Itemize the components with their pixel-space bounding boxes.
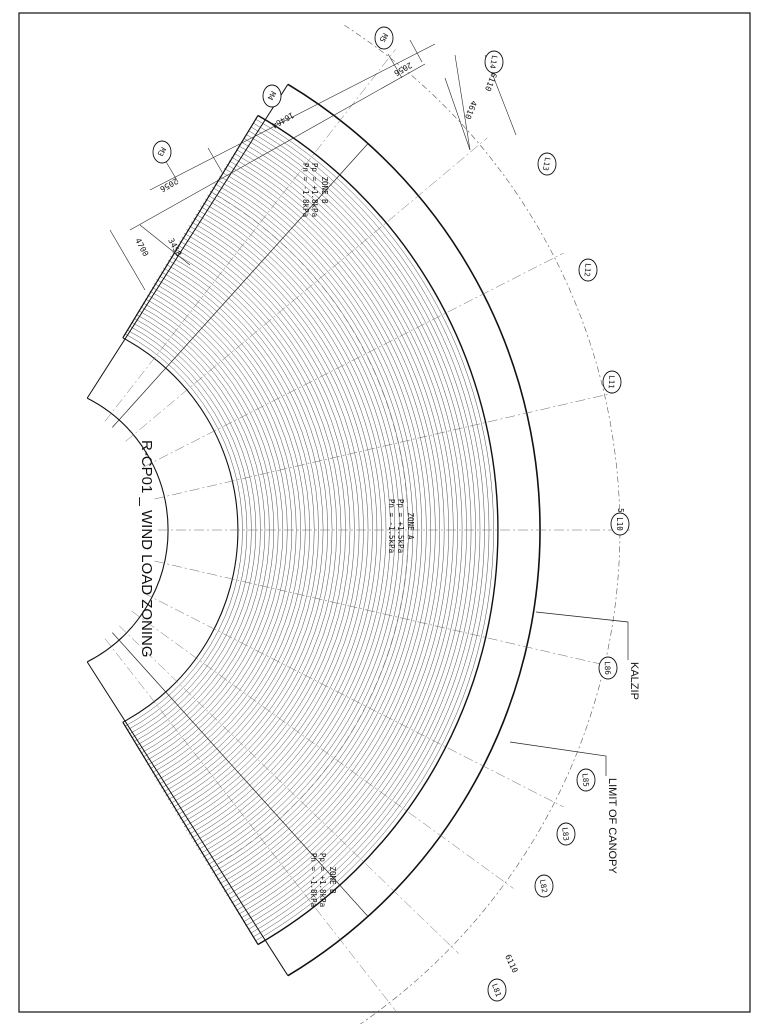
kalzip-callout: KALZIP xyxy=(628,662,640,700)
hatch-line xyxy=(236,149,458,911)
dim-2056-bottom: 2056 xyxy=(158,176,179,194)
zone-a-name: ZONE A xyxy=(406,512,415,540)
gridline-bubble-l13: L13 xyxy=(537,152,557,176)
gridline-bubble-m4: M4 xyxy=(262,84,282,108)
gridline-bubble-l85: L85 xyxy=(576,768,596,792)
canopy-outline xyxy=(86,25,621,1024)
hatch-line xyxy=(133,318,261,742)
limit-of-canopy-callout: LIMIT OF CANOPY xyxy=(606,778,618,874)
zone-boundary-line xyxy=(112,143,369,428)
callout-leaders xyxy=(509,611,629,776)
svg-text:L12: L12 xyxy=(582,263,592,277)
radial-gridline xyxy=(142,252,564,468)
gridline-bubble-l10: L10 xyxy=(610,512,630,536)
setout-arc xyxy=(344,25,621,1024)
svg-text:L10: L10 xyxy=(615,517,624,531)
dim-16464: 16464 xyxy=(270,110,296,130)
canopy-end-bottom xyxy=(86,661,289,976)
zone-a-pp: Pp = +1.5kPa xyxy=(396,499,405,553)
svg-text:L82: L82 xyxy=(538,879,549,894)
hatch-line xyxy=(219,175,427,885)
zone-boundary-line xyxy=(112,632,369,917)
gridline-bubble-l86: L86 xyxy=(598,656,618,680)
gridline-bubble-l81: L81 xyxy=(487,978,507,1002)
drawing-title: R-CP01 _ WIND LOAD ZONING xyxy=(138,440,155,658)
hatch-line xyxy=(136,314,266,746)
gridline-bubbles: M5 M4 M3 L14 L13 L12 L11 L10 L86 L85 L83… xyxy=(152,26,630,1002)
radial-gridline xyxy=(125,137,488,442)
svg-text:L14: L14 xyxy=(488,54,499,69)
svg-text:L11: L11 xyxy=(607,375,616,389)
hatch-outer-edge xyxy=(257,114,499,946)
gridline-bubble-m3: M3 xyxy=(152,140,172,164)
gridline-bubble-l83: L83 xyxy=(556,822,576,846)
hatch-line xyxy=(226,164,441,896)
radial-gridline xyxy=(131,610,514,889)
gridline-bubble-l82: L82 xyxy=(534,874,554,898)
hatch-end-top xyxy=(122,115,259,339)
dim-2056-top: 2056 xyxy=(392,60,413,78)
zone-b-bottom-pp: Pp = +1.8kPa xyxy=(318,853,327,907)
hatch-line xyxy=(245,134,476,926)
dim-3458: 3458 xyxy=(166,237,183,258)
hatch-line xyxy=(127,329,248,731)
hatch-line xyxy=(255,119,494,941)
svg-text:L81: L81 xyxy=(490,982,503,998)
dim-6110-bottom: 6110 xyxy=(503,953,519,974)
hatch-line xyxy=(248,130,481,930)
zone-b-bottom-name: ZONE B xyxy=(328,866,337,894)
zone-b-top-pp: Pp = +1.8kPa xyxy=(310,163,319,217)
hatch-line xyxy=(238,145,463,915)
hatch-line xyxy=(163,267,319,793)
zone-b-top-name: ZONE B xyxy=(320,176,329,204)
hatch-end-bottom xyxy=(122,721,259,945)
sheet-border xyxy=(18,12,751,1013)
gridline-bubble-l12: L12 xyxy=(578,258,598,282)
gridline-bubble-l14: L14 xyxy=(484,50,504,74)
hatch-line xyxy=(172,252,337,808)
dim-6110-top: 6110 xyxy=(483,71,499,92)
zone-b-bottom-label: ZONE B Pp = +1.8kPa Pn = -1.8kPa xyxy=(309,853,337,907)
radial-gridline xyxy=(104,49,396,422)
zone-a-label: ZONE A Pp = +1.5kPa Pn = -1.5kPa xyxy=(387,499,415,553)
svg-text:M5: M5 xyxy=(377,32,389,44)
svg-text:L13: L13 xyxy=(541,156,552,171)
hatch-line xyxy=(124,333,243,727)
svg-text:L86: L86 xyxy=(603,661,612,675)
zone-b-top-pn: Pn = -1.8kPa xyxy=(301,163,310,217)
radial-gridlines xyxy=(104,49,630,1011)
hatch-line xyxy=(216,179,422,881)
centre-arc xyxy=(213,193,409,867)
top-dimension-chain xyxy=(109,39,517,291)
gridline-bubble-l11: L11 xyxy=(602,370,622,394)
hatch-line xyxy=(170,256,333,804)
dim-4700: 4700 xyxy=(133,237,150,258)
radial-gridline xyxy=(142,592,564,808)
radial-gridline xyxy=(104,638,396,1011)
zone-b-bottom-pn: Pn = -1.8kPa xyxy=(309,853,318,907)
radial-gridline xyxy=(154,560,615,668)
gridline-bubble-m5: M5 xyxy=(374,26,394,50)
svg-text:M3: M3 xyxy=(155,146,167,158)
zone-b-top-label: ZONE B Pp = +1.8kPa Pn = -1.8kPa xyxy=(301,163,329,217)
radial-gridline xyxy=(119,625,459,954)
dim-4610: 4610 xyxy=(463,99,479,120)
svg-text:L83: L83 xyxy=(560,827,571,842)
zone-labels: ZONE A Pp = +1.5kPa Pn = -1.5kPa ZONE B … xyxy=(301,163,415,907)
radial-gridline xyxy=(154,392,615,500)
hatch-line xyxy=(160,271,315,789)
svg-text:L85: L85 xyxy=(580,773,590,787)
zone-a-pn: Pn = -1.5kPa xyxy=(387,499,396,553)
hatch-line xyxy=(228,160,445,900)
dimension-labels: 2056 16464 2056 6110 4610 3458 4700 6110… xyxy=(133,60,625,974)
